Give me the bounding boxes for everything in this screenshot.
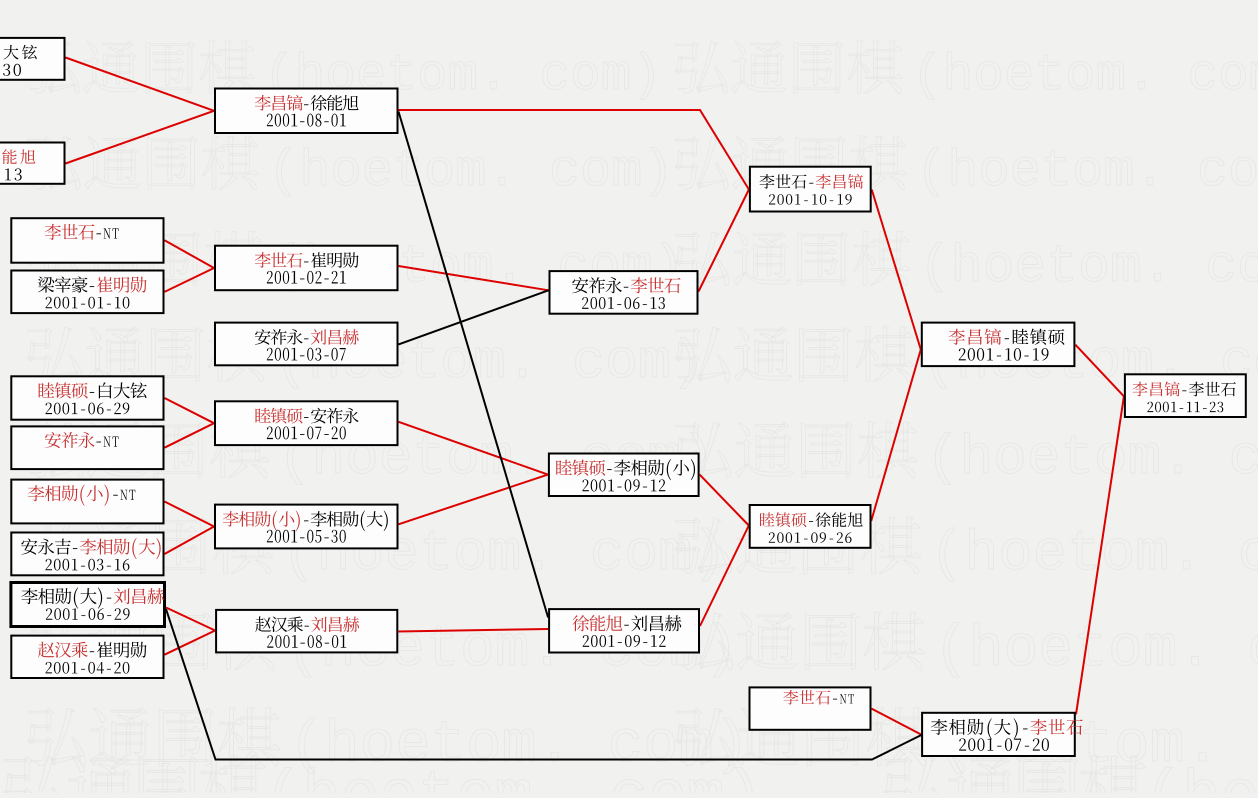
svg-text:(hoetom. com): (hoetom. com): [912, 48, 1258, 105]
svg-text:(hoetom. com): (hoetom. com): [930, 523, 1258, 587]
svg-text:(hoetom. com): (hoetom. com): [1144, 762, 1258, 793]
svg-text:(hoetom. com): (hoetom. com): [264, 762, 763, 793]
svg-text:(hoetom. com): (hoetom. com): [289, 712, 749, 779]
svg-text:(hoetom. com): (hoetom. com): [268, 142, 674, 201]
svg-text:(hoetom. com): (hoetom. com): [926, 426, 1258, 490]
svg-text:(hoetom. com): (hoetom. com): [916, 142, 1258, 201]
svg-text:(hoetom. com): (hoetom. com): [919, 237, 1258, 297]
svg-text:(hoetom. com): (hoetom. com): [934, 618, 1258, 683]
